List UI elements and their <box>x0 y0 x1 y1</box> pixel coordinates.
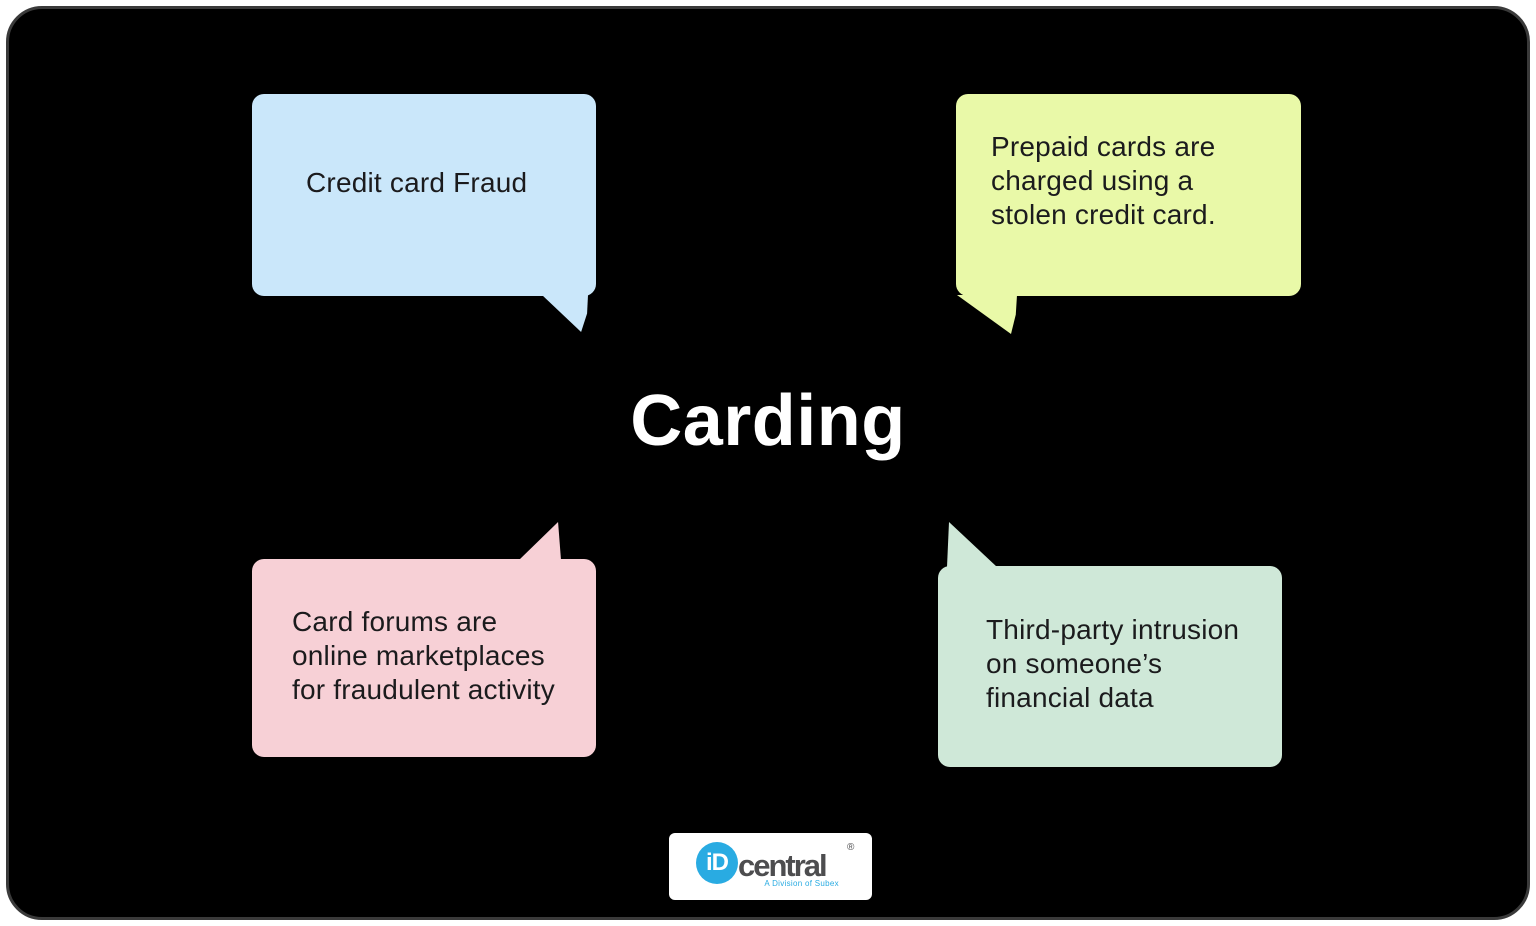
page-title: Carding <box>630 381 906 461</box>
bubble-text-line: online marketplaces <box>292 640 545 671</box>
bubble-prepaid-cards: Prepaid cards are charged using a stolen… <box>956 94 1301 334</box>
idcentral-wordmark: central <box>738 848 828 883</box>
bubble-text-line: charged using a <box>991 165 1194 196</box>
bubble-credit-card-fraud: Credit card Fraud <box>252 94 596 332</box>
bubble-text-line: financial data <box>986 682 1154 713</box>
bubble-third-party-intrusion: Third-party intrusion on someone’s finan… <box>938 522 1282 767</box>
registered-trademark-icon: ® <box>847 842 855 853</box>
bubble-text-line: stolen credit card. <box>991 199 1216 230</box>
bubble-text-line: for fraudulent activity <box>292 674 555 705</box>
bubble-text-line: Credit card Fraud <box>306 167 528 198</box>
bubble-tail-top-right <box>519 522 561 560</box>
bubble-text-line: Card forums are <box>292 606 498 637</box>
bubble-text-line: on someone’s <box>986 648 1163 679</box>
infographic-canvas: Credit card Fraud Prepaid cards are char… <box>6 6 1530 920</box>
bubble-tail-top-left <box>947 522 997 567</box>
bubble-text-line: Prepaid cards are <box>991 131 1216 162</box>
idcentral-logo-mark-icon: iD <box>696 842 738 884</box>
bubble-card-forums: Card forums are online marketplaces for … <box>252 522 596 757</box>
bubble-tail-bottom-left <box>957 295 1017 334</box>
idcentral-tagline: A Division of Subex <box>764 879 839 888</box>
bubble-text-line: Third-party intrusion <box>986 614 1240 645</box>
bubble-tail-bottom-right <box>542 295 588 332</box>
idcentral-logo: iD central ® A Division of Subex <box>669 833 872 900</box>
